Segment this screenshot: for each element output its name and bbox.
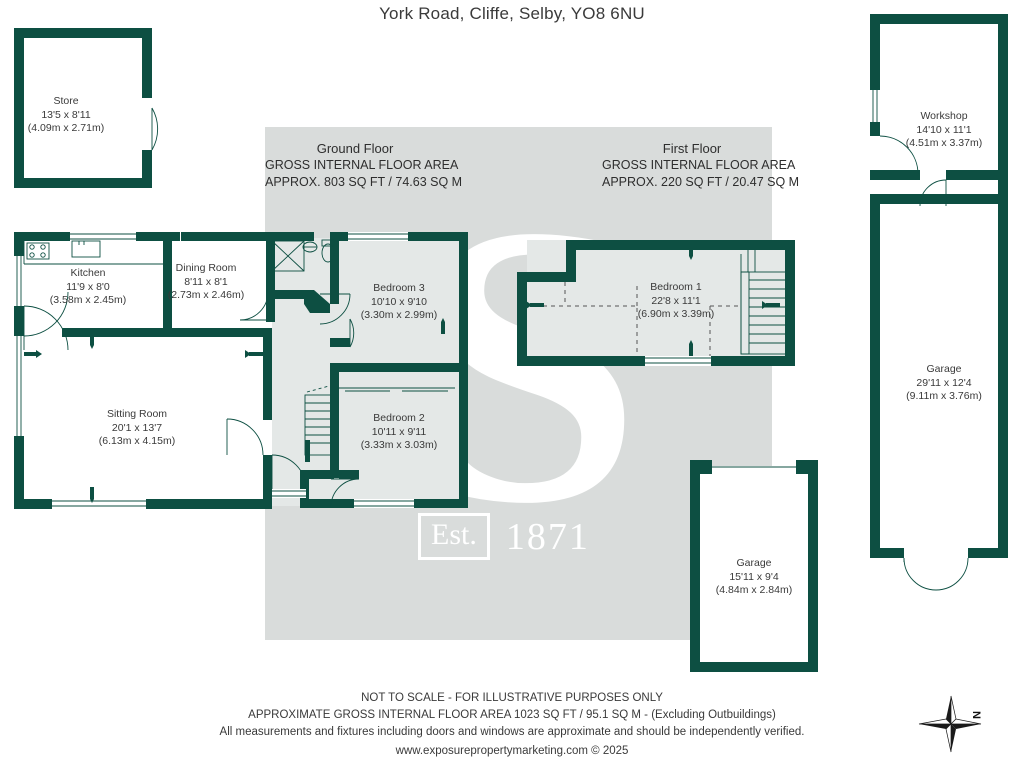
- room-label-bedroom-2: Bedroom 2 10'11 x 9'11 (3.33m x 3.03m): [361, 412, 437, 453]
- room-name: Garage: [736, 557, 772, 569]
- room-label-kitchen: Kitchen 11'9 x 8'0 (3.58m x 2.45m): [50, 267, 126, 308]
- ground-floor-gifa-label: GROSS INTERNAL FLOOR AREA: [265, 158, 459, 172]
- store-outbuilding: [14, 28, 159, 188]
- room-name: Garage: [926, 363, 962, 375]
- room-name: Bedroom 3: [373, 282, 425, 294]
- room-imperial: 14'10 x 11'1: [916, 123, 972, 136]
- first-floor-name: First Floor: [662, 141, 722, 156]
- room-metric: (6.13m x 4.15m): [98, 435, 176, 447]
- room-name: Bedroom 2: [373, 412, 425, 424]
- room-metric: (4.09m x 2.71m): [27, 122, 105, 134]
- first-floor-plan: [517, 240, 795, 366]
- ground-floor-header: Ground Floor GROSS INTERNAL FLOOR AREA A…: [265, 140, 463, 191]
- ground-floor-bedrooms: [266, 232, 468, 508]
- first-floor-gifa-value: APPROX. 220 SQ FT / 20.47 SQ M: [602, 175, 800, 189]
- room-label-store: Store 13'5 x 8'11 (4.09m x 2.71m): [28, 95, 104, 136]
- footer-disclaimer-scale: NOT TO SCALE - FOR ILLUSTRATIVE PURPOSES…: [361, 692, 663, 704]
- ground-floor-gifa-value: APPROX. 803 SQ FT / 74.63 SQ M: [265, 175, 463, 189]
- room-metric: (3.30m x 2.99m): [360, 309, 438, 321]
- room-name: Store: [53, 95, 79, 107]
- room-metric: (9.11m x 3.76m): [906, 390, 982, 402]
- footer-website: www.exposurepropertymarketing.com © 2025: [395, 745, 629, 757]
- room-metric: (4.84m x 2.84m): [715, 584, 793, 596]
- room-imperial: 10'10 x 9'10: [371, 295, 427, 308]
- room-imperial: 20'1 x 13'7: [111, 421, 163, 434]
- page-title: York Road, Cliffe, Selby, YO8 6NU: [379, 4, 645, 23]
- footer-disclaimer-measurements: All measurements and fixtures including …: [219, 726, 805, 738]
- room-label-dining-room: Dining Room 8'11 x 8'1 (2.73m x 2.46m): [168, 262, 244, 303]
- room-name: Workshop: [920, 110, 968, 122]
- room-metric: (4.51m x 3.37m): [905, 137, 983, 149]
- footer-total-area: APPROXIMATE GROSS INTERNAL FLOOR AREA 10…: [248, 709, 776, 721]
- room-imperial: 11'9 x 8'0: [66, 280, 110, 293]
- watermark-est-label: Est.: [418, 513, 490, 560]
- room-metric: (2.73m x 2.46m): [167, 289, 245, 301]
- room-label-garage-small: Garage 15'11 x 9'4 (4.84m x 2.84m): [716, 557, 792, 598]
- first-floor-header: First Floor GROSS INTERNAL FLOOR AREA AP…: [602, 140, 800, 191]
- room-imperial: 15'11 x 9'4: [729, 570, 779, 583]
- room-metric: (3.58m x 2.45m): [49, 294, 127, 306]
- first-floor-gifa-label: GROSS INTERNAL FLOOR AREA: [602, 158, 796, 172]
- compass-north-label: N: [969, 711, 982, 719]
- room-imperial: 13'5 x 8'11: [41, 108, 91, 121]
- workshop-outbuilding: [870, 14, 1008, 207]
- room-label-workshop: Workshop 14'10 x 11'1 (4.51m x 3.37m): [906, 110, 982, 151]
- room-imperial: 10'11 x 9'11: [371, 425, 427, 438]
- room-name: Bedroom 1: [650, 281, 702, 293]
- room-name: Dining Room: [175, 262, 237, 274]
- room-label-sitting-room: Sitting Room 20'1 x 13'7 (6.13m x 4.15m): [99, 408, 175, 449]
- room-imperial: 8'11 x 8'1: [184, 275, 228, 288]
- ground-floor-plan: [14, 232, 288, 509]
- room-imperial: 29'11 x 12'4: [916, 376, 972, 389]
- garage-small: [690, 460, 818, 672]
- room-name: Kitchen: [70, 267, 106, 279]
- watermark-est: Est. 1871: [418, 513, 590, 560]
- watermark-est-year: 1871: [505, 515, 590, 558]
- room-label-bedroom-1: Bedroom 1 22'8 x 11'1 (6.90m x 3.39m): [638, 281, 714, 322]
- room-imperial: 22'8 x 11'1: [651, 294, 701, 307]
- room-metric: (6.90m x 3.39m): [637, 308, 715, 320]
- room-label-bedroom-3: Bedroom 3 10'10 x 9'10 (3.30m x 2.99m): [361, 282, 437, 323]
- room-name: Sitting Room: [106, 408, 168, 420]
- room-metric: (3.33m x 3.03m): [360, 439, 438, 451]
- ground-floor-name: Ground Floor: [316, 141, 394, 156]
- garage-large: [870, 204, 1008, 591]
- compass-rose: [918, 695, 982, 753]
- room-label-garage-large: Garage 29'11 x 12'4 (9.11m x 3.76m): [906, 363, 982, 404]
